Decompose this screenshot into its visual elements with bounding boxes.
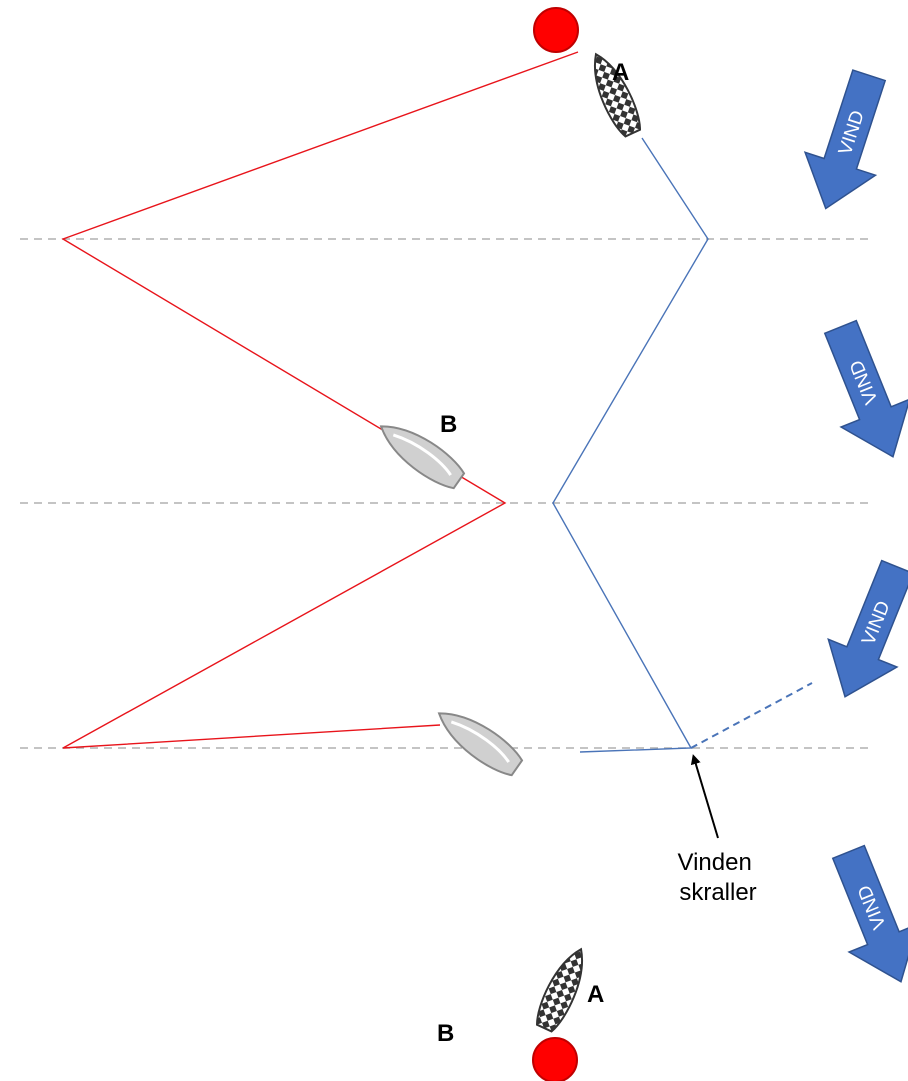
annotation-line-1: Vinden — [678, 849, 752, 876]
wind-arrow-2: VIND — [823, 319, 908, 458]
blue-dashed-continuation — [690, 682, 813, 749]
bottom-mark — [532, 1037, 578, 1081]
boat-b-middle — [379, 425, 466, 490]
wind-arrow-4: VIND — [831, 844, 908, 983]
top-mark — [533, 7, 579, 53]
annotation-text: Vinden skraller — [678, 849, 759, 906]
blue-track — [552, 137, 709, 753]
boat-a-top — [594, 52, 642, 138]
boat-a-top-label: A — [612, 59, 629, 86]
red-track — [61, 51, 579, 749]
wind-arrow-1: VIND — [803, 69, 887, 210]
annotation-arrow — [690, 754, 719, 839]
boat-b-bottom-label: B — [437, 1020, 454, 1047]
boat-b-bottom — [437, 712, 524, 777]
annotation-line-2: skraller — [679, 879, 756, 906]
boat-b-middle-label: B — [440, 411, 457, 438]
boat-a-bottom-label: A — [587, 981, 604, 1008]
boat-a-bottom — [535, 947, 583, 1033]
dashed-lines — [20, 238, 870, 749]
wind-arrow-3: VIND — [827, 559, 908, 698]
